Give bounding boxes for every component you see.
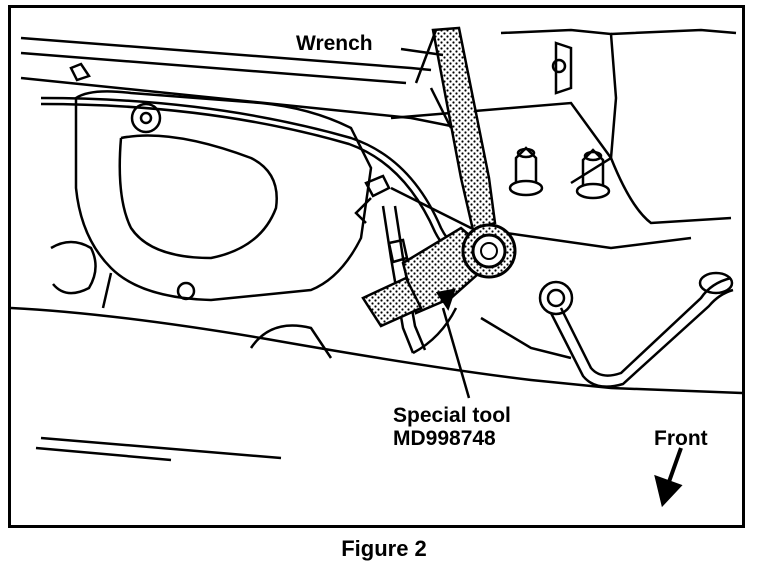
- engine-block: [50, 90, 373, 309]
- callout-leaders: [400, 47, 471, 399]
- figure-caption: Figure 2: [341, 536, 427, 561]
- special-tool-label-line1: Special tool: [393, 404, 511, 427]
- wrench-label: Wrench: [296, 32, 373, 55]
- lower-body: [11, 306, 742, 462]
- special-tool-label-line2: MD998748: [393, 427, 496, 451]
- front-direction-arrow: [654, 447, 683, 508]
- special-tool-label: Special tool MD998748: [393, 404, 511, 450]
- upper-frame-rails: [20, 36, 452, 128]
- right-pipe: [549, 271, 734, 388]
- figure-frame: Wrench Special tool MD998748 Front: [8, 5, 745, 528]
- mounting-nuts: [508, 146, 611, 316]
- front-label: Front: [654, 427, 708, 450]
- special-tool-md998748: [361, 223, 517, 328]
- wrench-tool: [414, 26, 497, 232]
- engine-bay-illustration: [11, 26, 742, 508]
